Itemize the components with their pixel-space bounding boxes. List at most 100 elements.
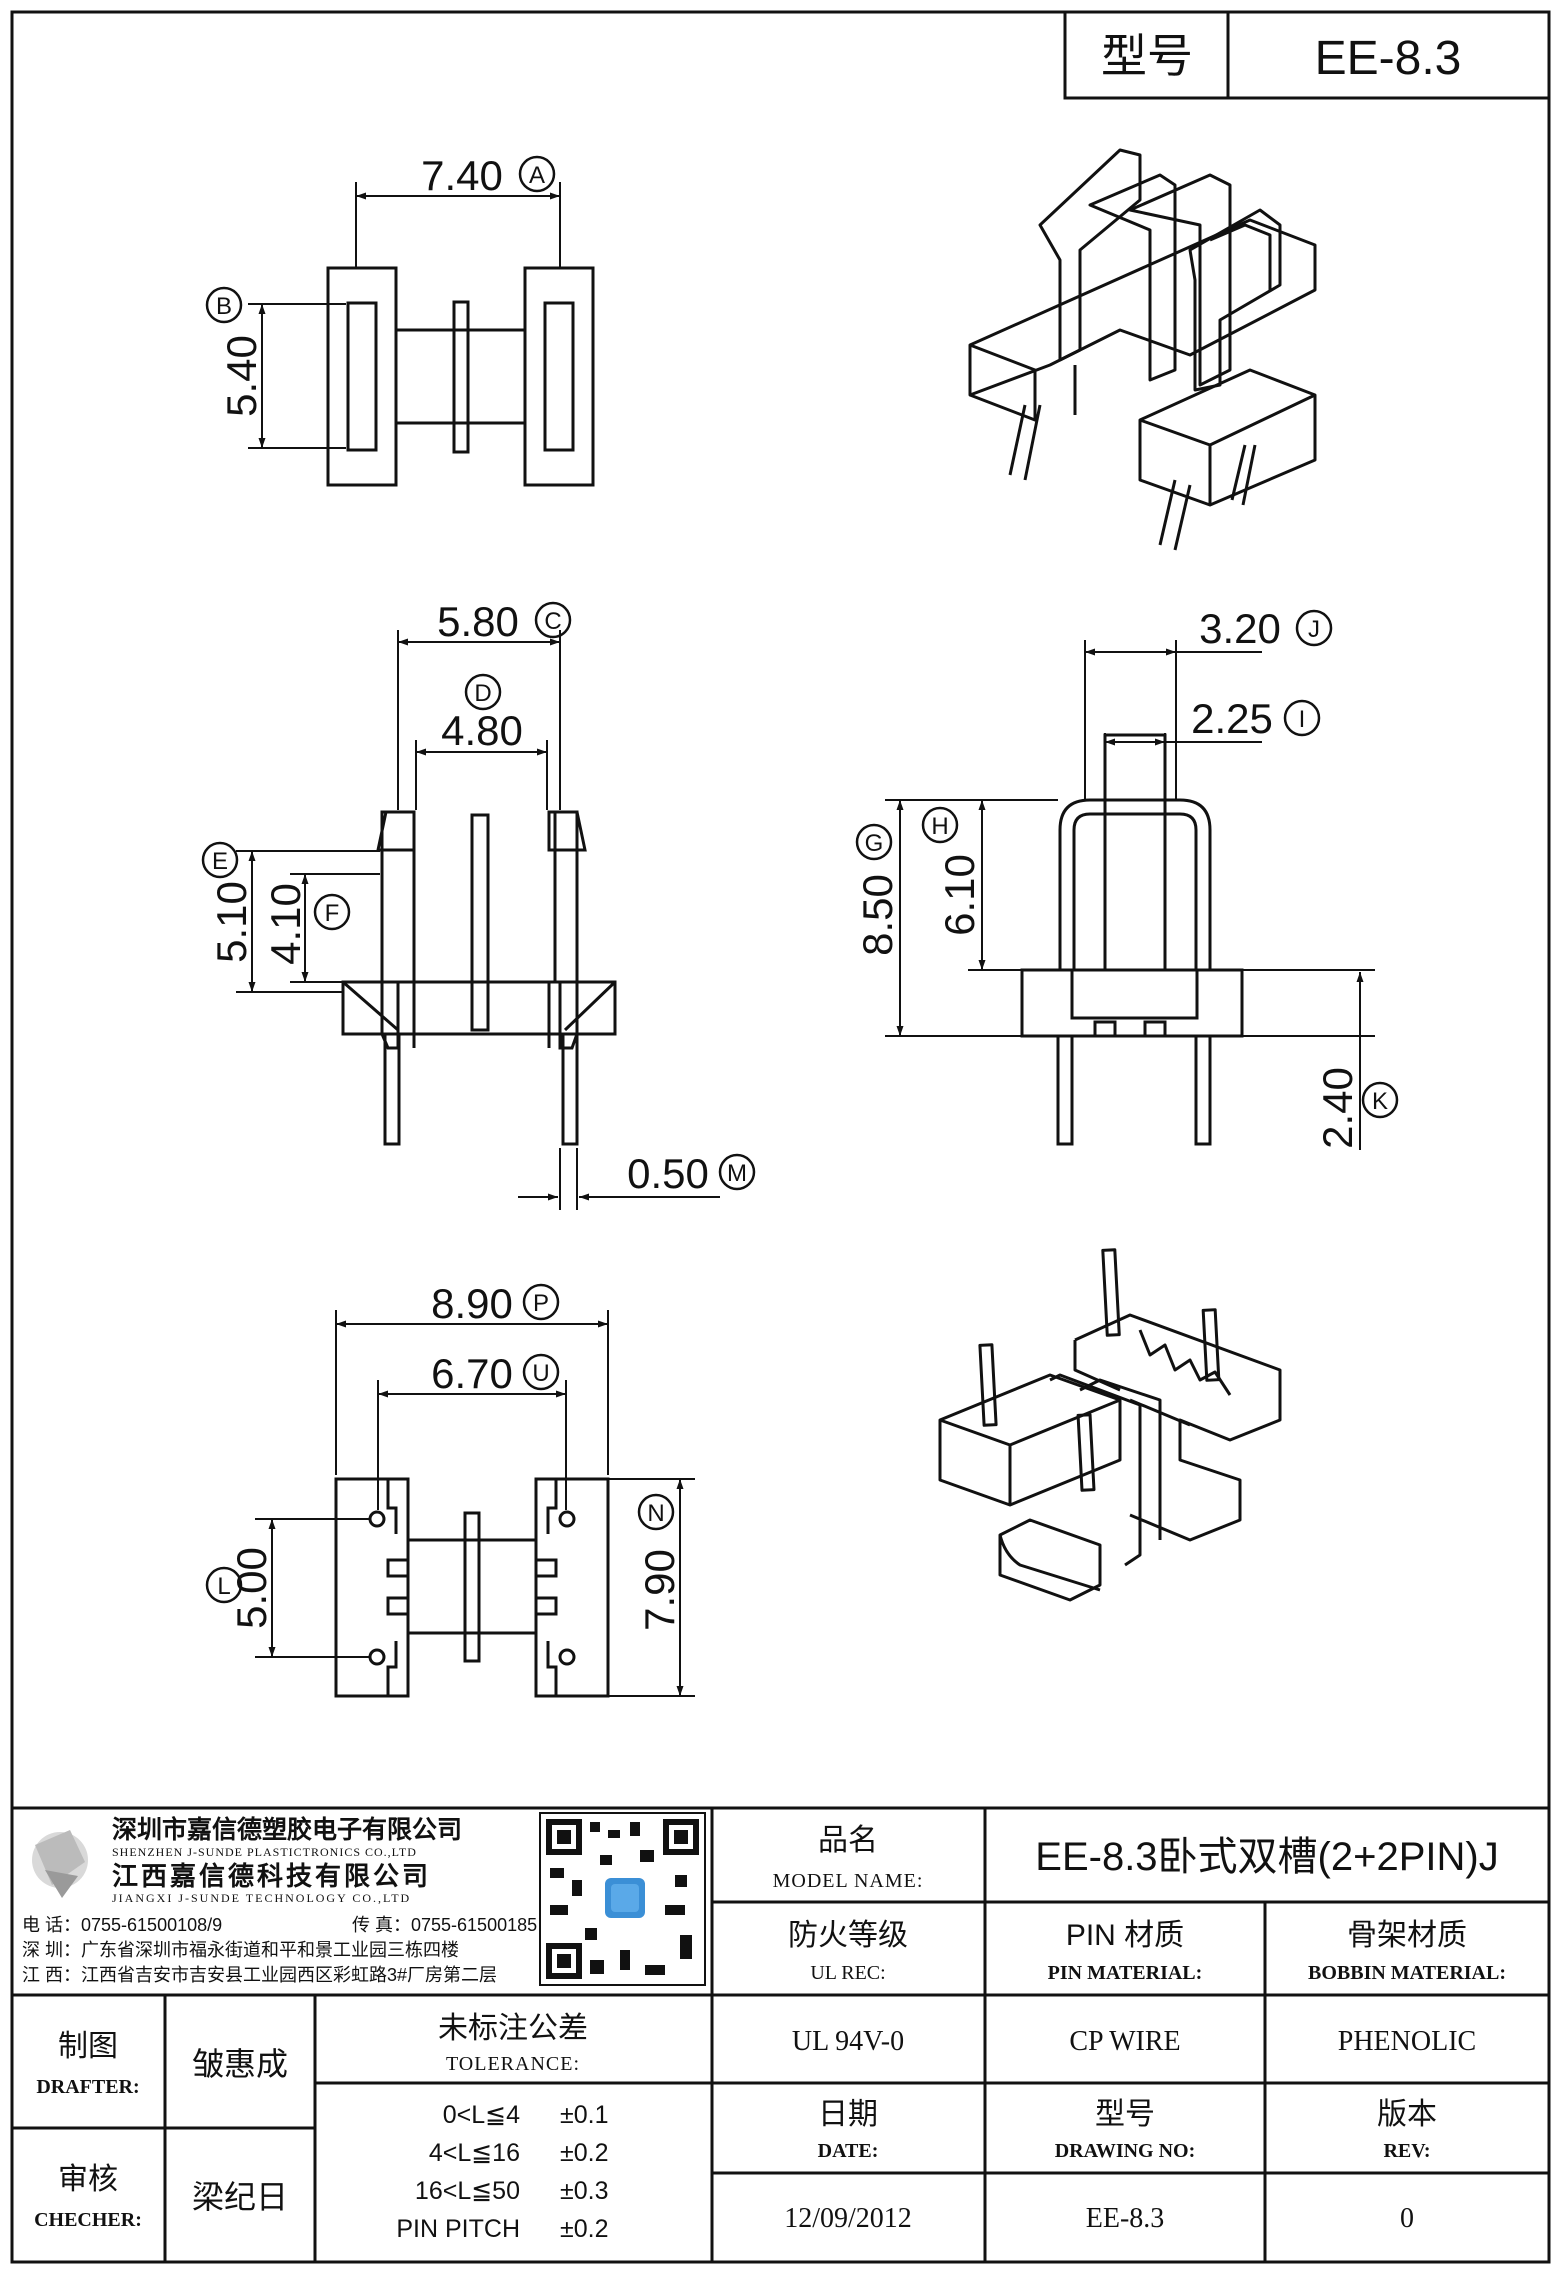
drafter-label-en: DRAFTER: (36, 2076, 139, 2098)
company-name-jx-en: JIANGXI J-SUNDE TECHNOLOGY CO.,LTD (112, 1891, 411, 1905)
pin-material-label: PIN 材质 (1066, 1919, 1184, 1952)
dim-E-value: 5.10 (208, 881, 255, 963)
tolerance-range: 0<L≦4 (443, 2101, 520, 2129)
dim-L-value: 5.00 (228, 1547, 275, 1629)
dim-A-letter: A (529, 162, 545, 189)
bottom-view (334, 1477, 610, 1698)
tolerance-table: 0<L≦4 ±0.1 4<L≦16 ±0.2 16<L≦50 ±0.3 PIN … (396, 2101, 608, 2243)
product-name-value: EE-8.3卧式双槽(2+2PIN)J (1035, 1835, 1498, 1879)
dim-H-value: 6.10 (936, 854, 983, 936)
top-view-right-flange (523, 266, 595, 487)
dim-U-value: 6.70 (431, 1350, 513, 1397)
top-view-dims (248, 182, 561, 449)
bobbin-material-value: PHENOLIC (1338, 2026, 1476, 2057)
dim-F-letter: F (325, 900, 340, 927)
dim-G-letter: G (865, 830, 884, 857)
dim-K-badge (1361, 1081, 1399, 1119)
side-view-left-pin (1056, 1034, 1074, 1146)
ul-label: 防火等级 (788, 1919, 908, 1952)
company-name-sz-en: SHENZHEN J-SUNDE PLASTICTRONICS CO.,LTD (112, 1845, 417, 1859)
dim-M-value: 0.50 (627, 1150, 709, 1197)
tolerance-range: PIN PITCH (396, 2215, 520, 2243)
dim-B-value: 5.40 (218, 335, 265, 417)
dim-K-letter: K (1372, 1088, 1388, 1115)
dim-E-badge (201, 841, 239, 879)
dim-P-badge (522, 1283, 560, 1321)
side-view-bobbin (1058, 798, 1212, 970)
tolerance-value: ±0.2 (560, 2139, 608, 2167)
dim-H-letter: H (931, 813, 948, 840)
dim-N-letter: N (647, 1500, 664, 1527)
company-name-jx: 江西嘉信德科技有限公司 (112, 1861, 431, 1891)
tolerance-range: 16<L≦50 (415, 2177, 520, 2205)
bottom-view-dims (255, 1310, 695, 1697)
side-view-base (1020, 968, 1244, 1038)
side-view (1020, 733, 1244, 1146)
iso-pin (978, 1343, 998, 1427)
drawing-no-label: 型号 (1095, 2098, 1155, 2131)
dim-J-value: 3.20 (1199, 605, 1281, 652)
ul-value: UL 94V-0 (792, 2026, 904, 2057)
drawing-no-label-en: DRAWING NO: (1055, 2140, 1196, 2162)
dim-L-letter: L (217, 1573, 230, 1600)
dim-I-badge (1283, 699, 1321, 737)
front-view-center-divider (470, 813, 490, 1032)
dim-I-value: 2.25 (1191, 695, 1273, 742)
drawing-no-value: EE-8.3 (1086, 2203, 1165, 2234)
isometric-view-top (968, 148, 1317, 551)
front-view-dims (236, 630, 720, 1210)
dim-C-value: 5.80 (437, 598, 519, 645)
top-view-center-divider (452, 300, 470, 454)
dim-F-badge (313, 893, 351, 931)
side-view-right-pin (1194, 1034, 1212, 1146)
company-phone: 电 话：0755-61500108/9 (22, 1915, 222, 1935)
dim-D-letter: D (474, 680, 491, 707)
date-label: 日期 (818, 2098, 878, 2131)
bottom-view-pin-hole (558, 1648, 576, 1666)
dim-I-letter: I (1299, 706, 1306, 733)
top-view (326, 266, 595, 487)
company-fax: 传 真：0755-61500185 (352, 1915, 537, 1935)
side-view-dims (885, 640, 1375, 1150)
top-view-left-flange (326, 266, 398, 487)
front-view-right-pin (561, 1032, 579, 1146)
pin-material-value: CP WIRE (1069, 2026, 1180, 2057)
dim-F-value: 4.10 (262, 883, 309, 965)
front-view (341, 810, 617, 1146)
header-model-value: EE-8.3 (1315, 32, 1462, 85)
tolerance-range: 4<L≦16 (429, 2139, 520, 2167)
dim-J-letter: J (1308, 616, 1320, 643)
company-address-sz: 深 圳：广东省深圳市福永街道和平和景工业园三栋四楼 (22, 1940, 459, 1960)
company-address-jx: 江 西：江西省吉安市吉安县工业园西区彩虹路3#厂房第二层 (22, 1965, 497, 1985)
bottom-view-right-flange (534, 1477, 610, 1698)
checker-name: 梁纪日 (192, 2179, 288, 2215)
qr-code (539, 1812, 706, 1986)
company-logo (32, 1830, 88, 1898)
rev-label: 版本 (1377, 2098, 1437, 2131)
header-model-label: 型号 (1101, 30, 1193, 82)
dim-C-badge (534, 601, 572, 639)
dim-N-badge (637, 1493, 675, 1531)
dim-A-badge (518, 155, 556, 193)
dim-P-letter: P (533, 1290, 549, 1317)
header-model-box: 型号 EE-8.3 (1063, 10, 1551, 100)
title-block-grid (12, 1806, 1549, 2262)
iso-pin (1101, 1248, 1121, 1337)
bottom-view-left-flange (334, 1477, 410, 1698)
bottom-view-pin-hole (558, 1510, 576, 1528)
dim-B-badge (205, 286, 243, 324)
sheet-border (10, 10, 1551, 2264)
front-view-left-cap (376, 810, 416, 852)
tolerance-value: ±0.2 (560, 2215, 608, 2243)
drafter-name: 皱惠成 (192, 2046, 288, 2082)
product-name-label-en: MODEL NAME: (773, 1870, 924, 1892)
dim-L-badge (205, 1566, 243, 1604)
tolerance-value: ±0.3 (560, 2177, 608, 2205)
dim-P-value: 8.90 (431, 1280, 513, 1327)
drafter-label: 制图 (58, 2030, 118, 2063)
tolerance-label: 未标注公差 (438, 2012, 588, 2045)
dim-E-letter: E (212, 848, 228, 875)
rev-value: 0 (1400, 2203, 1414, 2234)
date-value: 12/09/2012 (784, 2203, 912, 2234)
